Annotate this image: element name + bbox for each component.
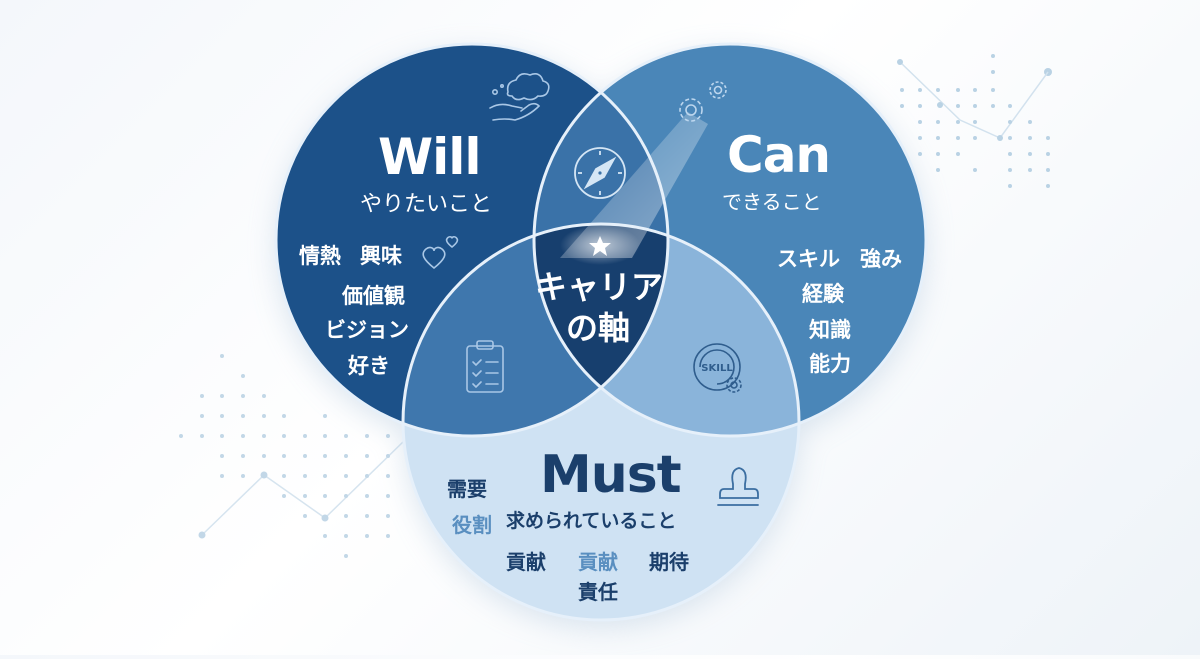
will-keyword: ビジョン: [325, 318, 409, 342]
svg-text:SKILL: SKILL: [701, 363, 733, 374]
cloud-hand-icon: [489, 73, 550, 121]
will-keyword: 価値観: [342, 284, 405, 308]
star-icon: [589, 236, 611, 256]
must-keyword-accent: 貢献: [578, 550, 618, 574]
will-keyword: 好き: [348, 354, 390, 378]
gears-icon: [679, 81, 727, 122]
must-keyword: 貢献: [506, 550, 546, 574]
can-keyword: 能力: [809, 352, 851, 376]
skill-badge-icon: SKILL: [693, 343, 742, 393]
can-keyword: 知識: [809, 318, 851, 342]
can-subtitle: できること: [722, 190, 822, 214]
clipboard-checklist-icon: [466, 340, 504, 393]
must-keyword: 期待: [649, 550, 689, 574]
must-keyword-accent: 役割: [452, 513, 492, 537]
must-title: Must: [540, 445, 682, 505]
circle-outlines: [274, 42, 928, 622]
can-keyword: 強み: [860, 247, 902, 271]
will-keyword: 興味: [360, 244, 402, 268]
stamp-icon: [717, 467, 759, 506]
light-beam: [560, 112, 708, 258]
center-label-line2: の軸: [566, 309, 631, 347]
can-keyword: スキル: [777, 247, 840, 271]
must-keyword: 責任: [578, 580, 618, 604]
center-label-line1: キャリア: [535, 268, 664, 306]
can-keyword: 経験: [802, 282, 844, 306]
must-subtitle: 求められていること: [506, 510, 677, 532]
must-keyword: 需要: [447, 477, 487, 501]
background-dots-left: [179, 354, 406, 558]
will-subtitle: やりたいこと: [360, 192, 493, 217]
background-dots-right: [897, 54, 1052, 188]
will-keyword: 情熱: [299, 244, 341, 268]
hearts-icon: [422, 235, 459, 270]
will-title: Will: [378, 128, 482, 186]
can-title: Can: [727, 126, 831, 184]
compass-icon: [574, 147, 626, 199]
